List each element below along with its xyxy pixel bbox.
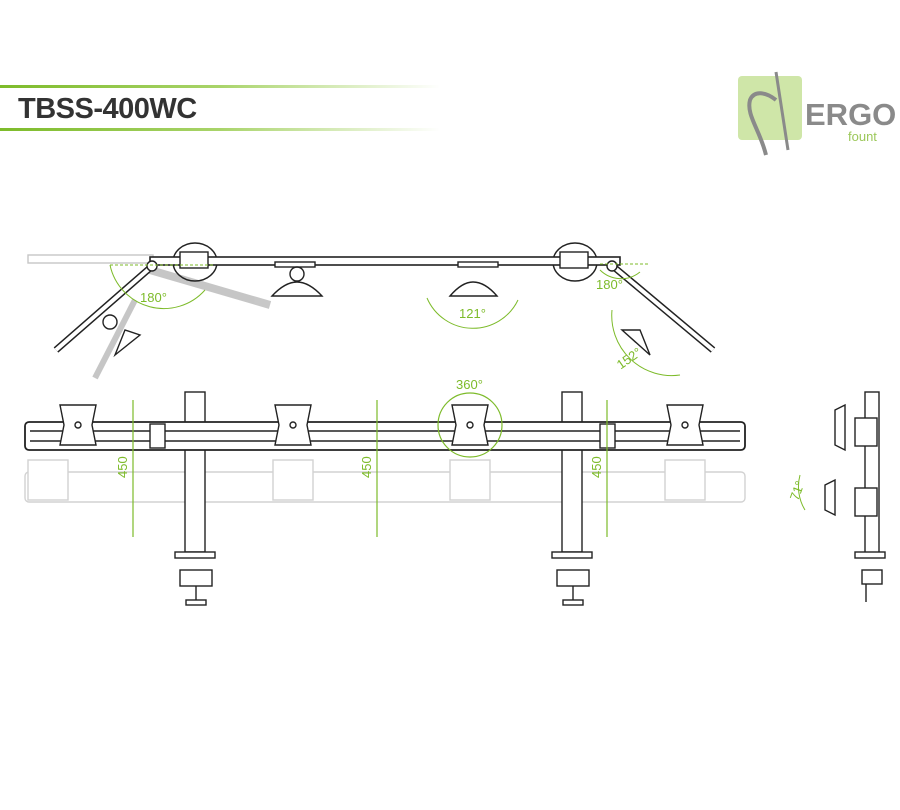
angle-left-label: 180° <box>140 290 167 305</box>
front-view <box>24 391 746 606</box>
height-right-label: 450 <box>589 456 604 478</box>
main-bar-top <box>149 256 621 266</box>
ergofount-logo: ERGO fount <box>738 71 896 156</box>
side-monitor-bottom <box>824 478 836 517</box>
right-post <box>561 391 583 553</box>
height-left-label: 450 <box>115 456 130 478</box>
desk-clamps <box>174 551 593 606</box>
center-bracket-top <box>270 281 324 297</box>
top-view <box>27 242 716 380</box>
front-view-dimensions: 450 450 450 360° <box>115 377 608 537</box>
height-center-label: 450 <box>359 456 374 478</box>
angle-right-label: 180° <box>596 277 623 292</box>
main-bar-front <box>24 421 746 451</box>
logo-sub: fount <box>848 129 877 144</box>
side-monitor-top <box>834 403 846 452</box>
page-title: TBSS-400WC <box>18 93 197 125</box>
side-post <box>864 391 880 558</box>
left-post <box>184 391 206 553</box>
title-rule-top <box>0 85 440 88</box>
side-view <box>824 391 886 602</box>
angle-center-label: 121° <box>459 306 486 321</box>
logo-brand: ERGO <box>805 97 896 132</box>
angle-tilt-label: 152° <box>614 344 645 372</box>
side-tilt-label: 71° <box>787 479 808 503</box>
vesa-plates <box>59 404 704 446</box>
logo-stroke <box>774 71 790 151</box>
logo-swoosh <box>747 91 778 156</box>
rotation-label: 360° <box>456 377 483 392</box>
title-rule-bottom <box>0 128 440 131</box>
